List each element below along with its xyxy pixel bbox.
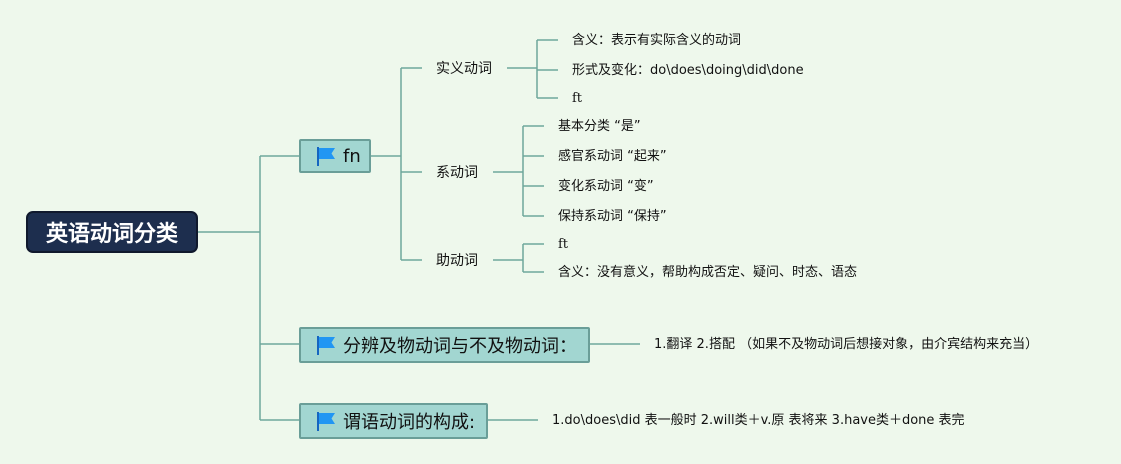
branch-fn-label: fn xyxy=(343,145,361,167)
sub-branch-auxiliary-verb[interactable]: 助动词 xyxy=(436,253,478,269)
leaf-item[interactable]: 感官系动词 “起来” xyxy=(558,149,667,164)
leaf-item[interactable]: 含义：没有意义，帮助构成否定、疑问、时态、语态 xyxy=(558,265,858,280)
flag-icon xyxy=(317,336,335,355)
branch-predicate-verb-label: 谓语动词的构成: xyxy=(343,412,476,433)
leaf-item[interactable]: 形式及变化：do\does\doing\did\done xyxy=(572,63,804,78)
branch-predicate-verb[interactable]: 谓语动词的构成: xyxy=(299,403,488,439)
leaf-item[interactable]: ft xyxy=(572,91,583,106)
leaf-item[interactable]: 含义：表示有实际含义的动词 xyxy=(572,33,742,48)
branch-note[interactable]: 1.do\does\did 表一般时 2.will类＋v.原 表将来 3.hav… xyxy=(552,413,965,428)
sub-branch-notional-verb[interactable]: 实义动词 xyxy=(436,61,492,77)
flag-icon xyxy=(317,147,335,166)
branch-fn[interactable]: fn xyxy=(299,139,371,173)
root-label: 英语动词分类 xyxy=(45,222,178,247)
root-node[interactable]: 英语动词分类 xyxy=(26,211,198,253)
leaf-item[interactable]: 变化系动词 “变” xyxy=(558,179,654,194)
branch-transitive-intransitive[interactable]: 分辨及物动词与不及物动词： xyxy=(299,327,590,363)
flag-icon xyxy=(317,412,335,431)
branch-transitive-intransitive-label: 分辨及物动词与不及物动词： xyxy=(343,336,577,357)
leaf-item[interactable]: 保持系动词 “保持” xyxy=(558,209,667,224)
leaf-item[interactable]: ft xyxy=(558,237,569,252)
leaf-item[interactable]: 基本分类 “是” xyxy=(558,119,641,134)
branch-note[interactable]: 1.翻译 2.搭配 （如果不及物动词后想接对象，由介宾结构来充当） xyxy=(654,337,1039,352)
sub-branch-linking-verb[interactable]: 系动词 xyxy=(436,165,478,181)
